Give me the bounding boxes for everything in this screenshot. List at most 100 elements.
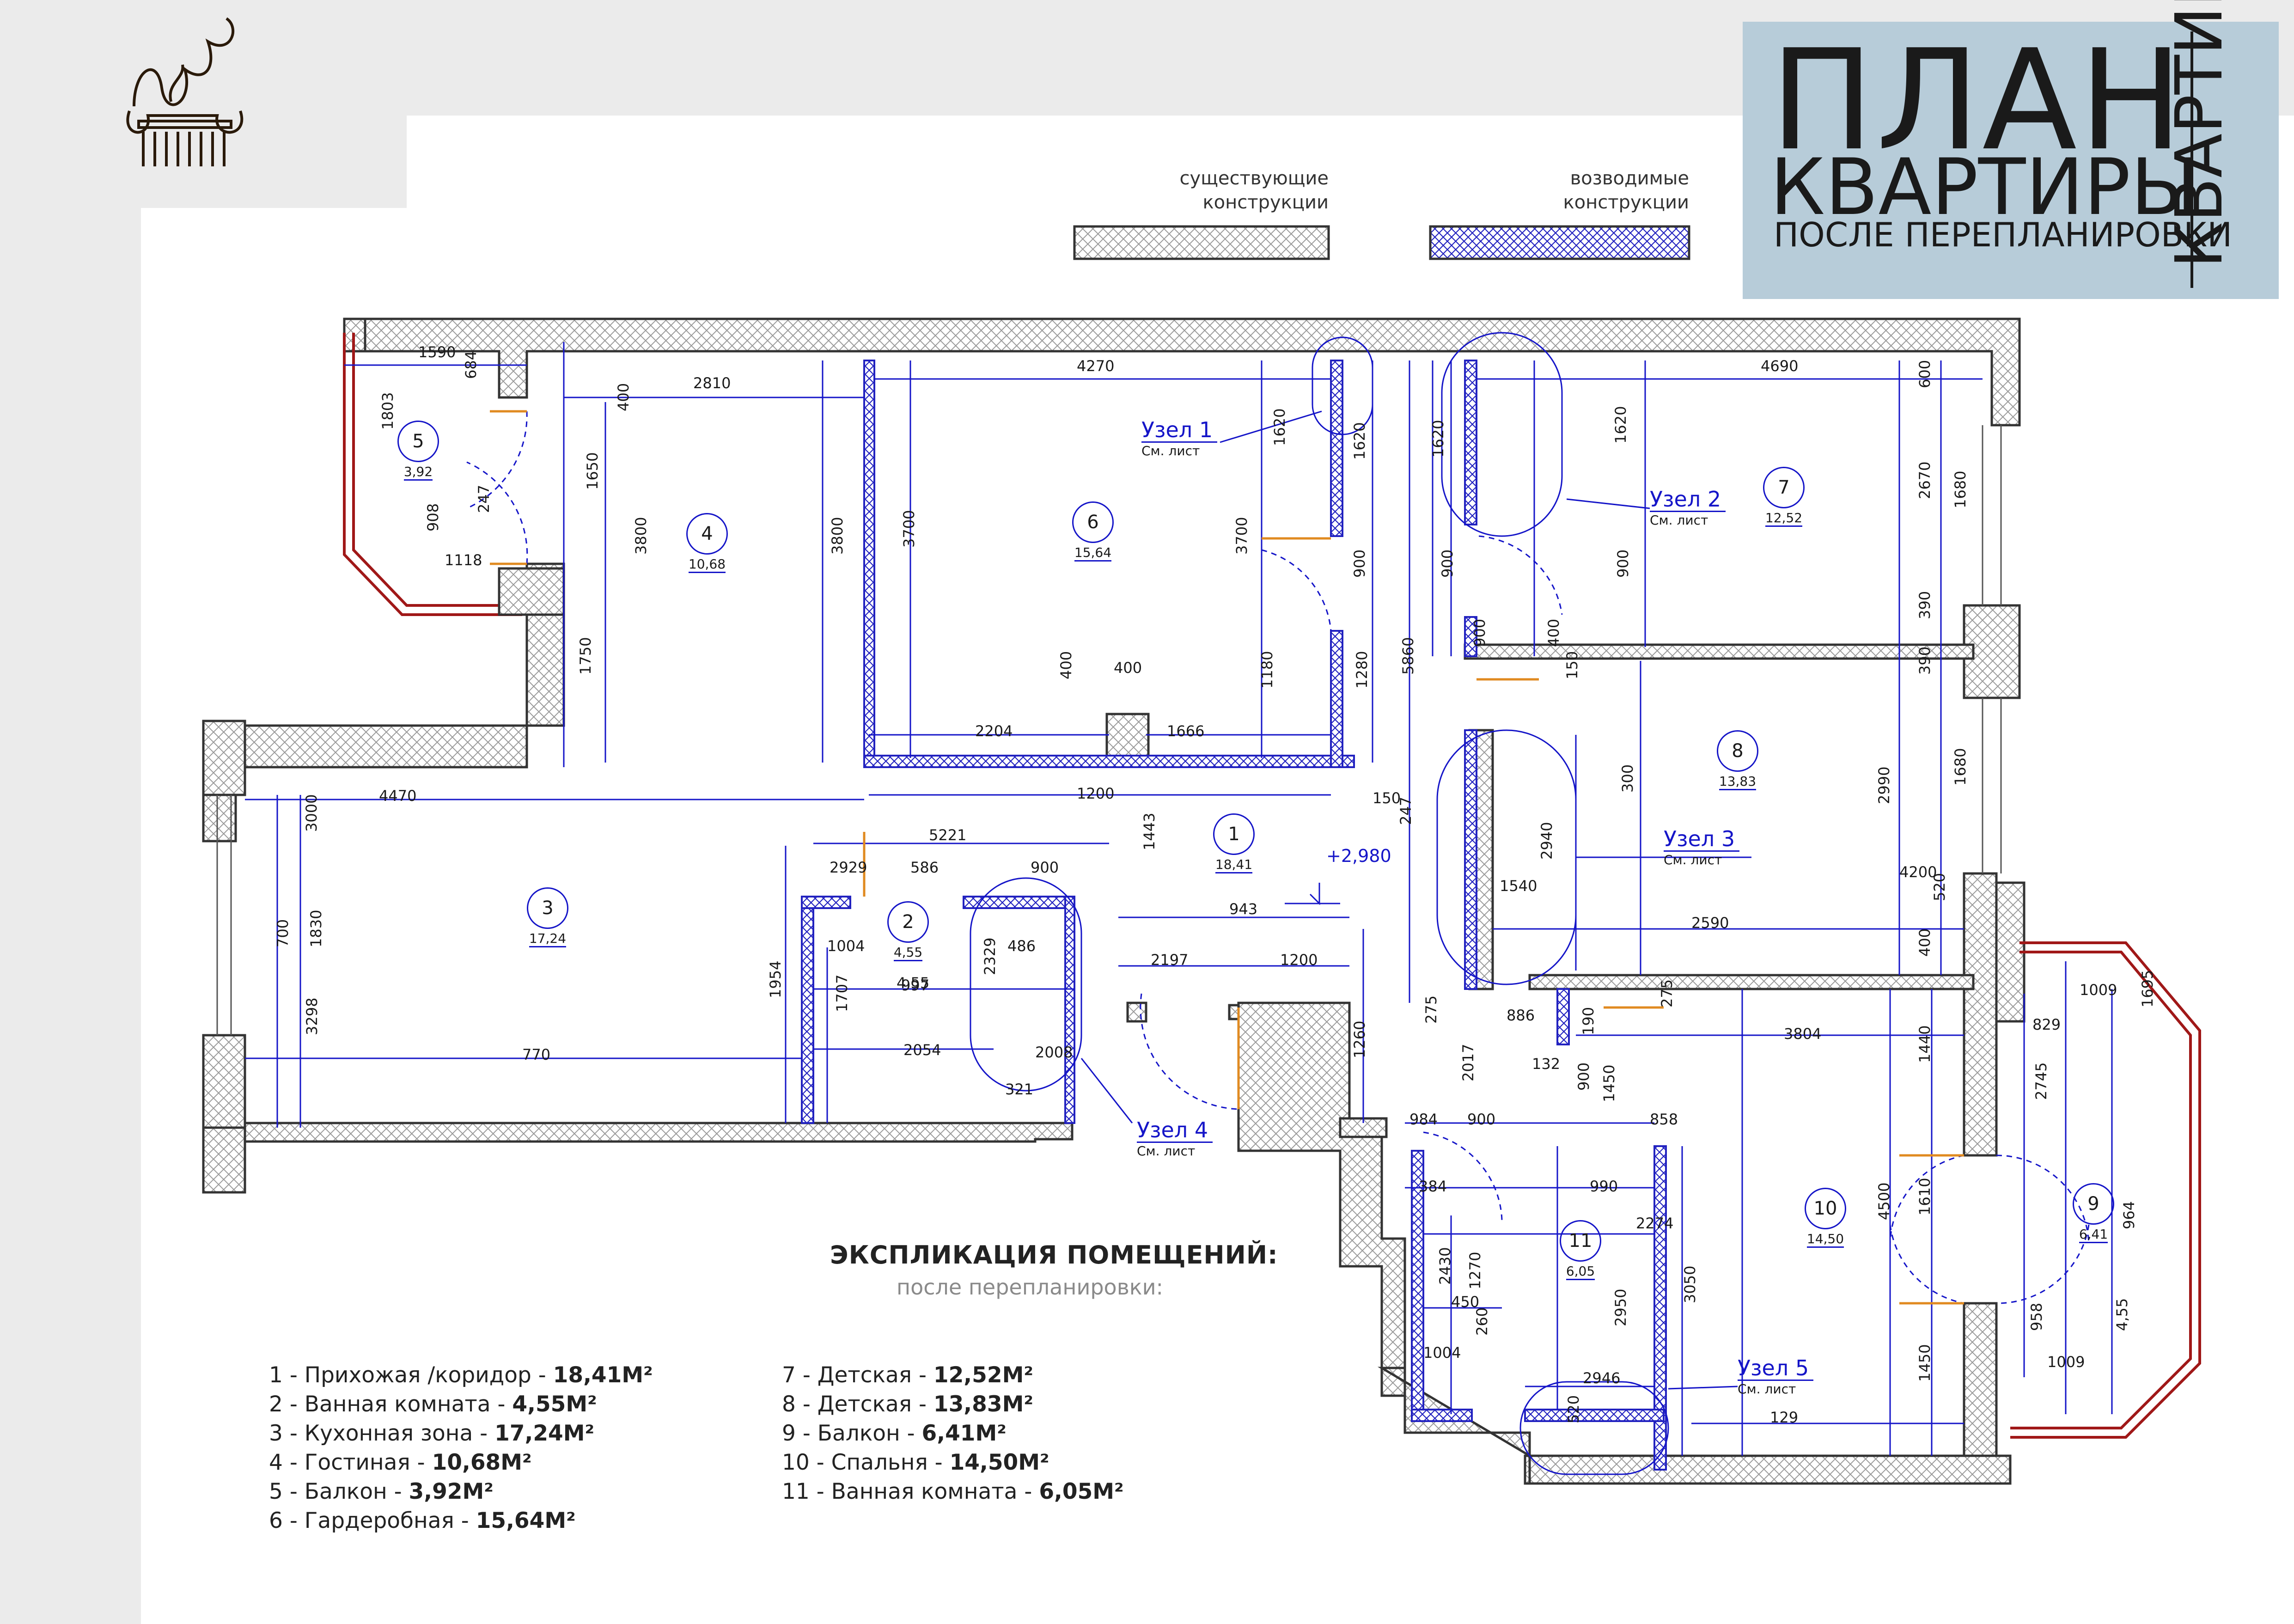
dimension-label: 3804: [1784, 1025, 1822, 1043]
dimension-label: 908: [424, 503, 442, 531]
dimension-label: 400: [1114, 659, 1142, 677]
dimension-label: 520: [1565, 1395, 1582, 1423]
dimension-label: 3298: [303, 997, 321, 1035]
title-after-redevelopment: ПОСЛЕ ПЕРЕПЛАНИРОВКИ: [1774, 215, 2233, 254]
dimension-label: 1450: [1916, 1344, 1934, 1382]
title-divider: [2190, 31, 2193, 288]
dimension-label: 1620: [1351, 422, 1368, 460]
dimension-label: 4690: [1761, 357, 1799, 375]
explication-item-area: 3,92М²: [409, 1479, 494, 1504]
dimension-label: 3700: [900, 510, 918, 548]
dimension-label: 2810: [693, 374, 731, 392]
title-apartment: КВАРТИРЫ: [1770, 142, 2199, 232]
dimension-label: 2274: [1636, 1215, 1674, 1232]
dimension-label: 900: [1471, 618, 1489, 647]
explication-item: 9 - Балкон - 6,41М²: [782, 1419, 1007, 1448]
node-name: Узел 1: [1141, 418, 1218, 443]
dimension-label: 1450: [1600, 1064, 1618, 1102]
dimension-label: 4500: [1875, 1182, 1893, 1220]
dimension-label: 2204: [975, 722, 1013, 740]
dimension-label: 1004: [1423, 1344, 1461, 1361]
explication-item-area: 13,83М²: [933, 1392, 1033, 1417]
door-leaves: [490, 410, 1964, 1305]
room-area: 10,68: [688, 556, 726, 573]
explication-item: 11 - Ванная комната - 6,05М²: [782, 1477, 1124, 1506]
node-reference: См. лист: [1141, 443, 1200, 458]
explication-item-label: 3 - Кухонная зона -: [269, 1421, 495, 1446]
dimension-label: 3000: [303, 794, 320, 832]
explication-item-area: 18,41М²: [553, 1362, 653, 1388]
legend-new-line1: возводимые: [1570, 168, 1689, 189]
explication-item: 4 - Гостиная - 10,68М²: [269, 1448, 532, 1477]
room-number: 4: [686, 513, 728, 555]
dimension-label: 829: [2032, 1016, 2061, 1033]
explication-item: 3 - Кухонная зона - 17,24М²: [269, 1419, 594, 1448]
dimension-label: 2430: [1436, 1247, 1454, 1285]
dimension-label: 900: [1467, 1111, 1496, 1128]
new-walls: [801, 360, 1667, 1471]
dimension-label: 2950: [1612, 1288, 1629, 1326]
dimension-label: 900: [1031, 859, 1059, 876]
room-number: 6: [1072, 501, 1114, 543]
dimension-label: 150: [1373, 789, 1401, 807]
dimension-label: 1180: [1258, 651, 1276, 689]
dimension-label: 1954: [767, 960, 784, 998]
dimension-label: 1009: [2047, 1353, 2085, 1371]
dimension-label: 984: [1409, 1111, 1438, 1128]
room-number: 8: [1717, 730, 1758, 772]
dimension-label: 900: [1351, 549, 1368, 578]
dimension-label: 2745: [2032, 1062, 2050, 1100]
dimension-label: 190: [1580, 1007, 1597, 1035]
node-name: Узел 4: [1137, 1118, 1213, 1143]
dimension-label: 247: [475, 484, 493, 513]
dimension-label: 5860: [1399, 637, 1417, 675]
dimension-label: 770: [522, 1046, 551, 1063]
dimension-label: 132: [1532, 1055, 1561, 1073]
dimension-label: 2017: [1459, 1044, 1477, 1081]
legend-existing-line2: конструкции: [1202, 192, 1329, 213]
dimension-label: 1680: [1952, 748, 1969, 786]
dimension-label: 2929: [830, 859, 867, 876]
dimension-label: 1443: [1141, 812, 1158, 850]
explication-title: ЭКСПЛИКАЦИЯ ПОМЕЩЕНИЙ:: [830, 1240, 1278, 1270]
dimension-label: 886: [1507, 1007, 1535, 1024]
dimension-label: 1620: [1271, 408, 1288, 446]
dimension-label: 2590: [1691, 914, 1729, 932]
dimension-label: 3050: [1681, 1265, 1699, 1303]
room-area: 17,24: [529, 931, 567, 947]
room-number: 9: [2073, 1183, 2114, 1225]
explication-item-area: 6,05М²: [1039, 1479, 1124, 1504]
dimension-label: 1200: [1280, 951, 1318, 969]
dimension-label: 1200: [1077, 785, 1115, 802]
dimension-label: 586: [910, 859, 939, 876]
dimension-label: 4270: [1077, 357, 1115, 375]
dimension-label: 1004: [827, 937, 865, 955]
room-area: 6,41: [2079, 1227, 2108, 1243]
dimension-label: 990: [1590, 1178, 1618, 1195]
node-name: Узел 2: [1650, 488, 1726, 512]
dimension-label: 1803: [379, 392, 397, 430]
dimension-label: 150: [1563, 651, 1581, 679]
dimension-label: 858: [1650, 1111, 1678, 1128]
node-name: Узел 5: [1738, 1356, 1814, 1381]
windows: [216, 425, 2002, 1035]
dimension-label: 1750: [577, 637, 594, 675]
dimension-label: 129: [1770, 1409, 1799, 1426]
room-area: 15,64: [1074, 545, 1112, 562]
dimension-label: 321: [1005, 1081, 1034, 1098]
dimension-label: 1280: [1353, 651, 1371, 689]
balcony-outlines: [343, 333, 2201, 1439]
dimension-label: 390: [1916, 591, 1934, 619]
explication-item: 10 - Спальня - 14,50М²: [782, 1448, 1049, 1477]
dimension-label: 4200: [1899, 863, 1937, 881]
